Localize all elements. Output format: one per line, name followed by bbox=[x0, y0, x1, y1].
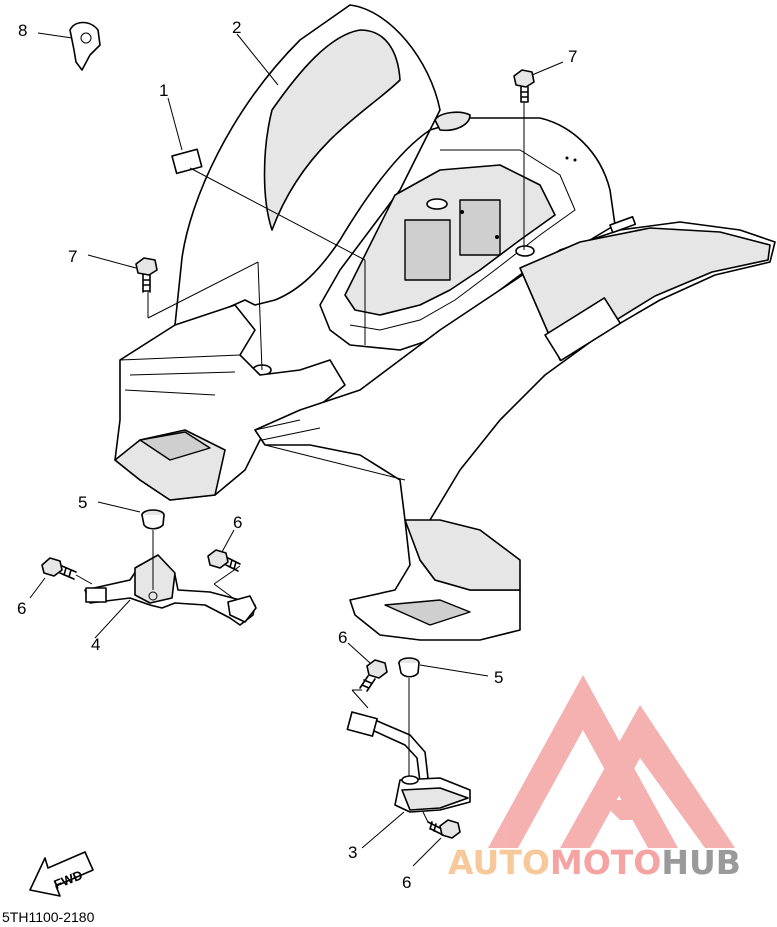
bolt-6b-shank bbox=[225, 557, 241, 572]
fender-left-panel-stripe bbox=[263, 29, 401, 231]
part-6-bolt-d bbox=[427, 819, 461, 839]
small-plate-top bbox=[609, 215, 637, 234]
storage-box-left bbox=[404, 219, 451, 281]
automotohub-watermark-text: AUTOMOTOHUB bbox=[448, 843, 741, 882]
bolt-7-shank bbox=[520, 86, 529, 103]
callout-2: 2 bbox=[232, 18, 241, 37]
part-6-bolt-b bbox=[207, 549, 241, 572]
caution-label-plate bbox=[544, 297, 622, 362]
grommet-left-body bbox=[141, 514, 165, 530]
watermark-moto: MOTO bbox=[550, 843, 661, 882]
fender-left-edge bbox=[119, 354, 241, 396]
callout-5-left: 5 bbox=[78, 493, 87, 512]
part-5-grommet-left bbox=[141, 509, 165, 530]
bracket-left-hole bbox=[148, 591, 158, 601]
watermark-hub: HUB bbox=[661, 843, 741, 882]
part-4-left-bracket bbox=[84, 554, 257, 626]
callout-4: 4 bbox=[91, 635, 100, 654]
bolt-6d-shank bbox=[427, 821, 444, 836]
callout-labels: 1 2 3 4 5 5 6 6 6 6 7 7 8 bbox=[17, 18, 577, 892]
bolt-7-left-head bbox=[135, 257, 158, 276]
fender-right-lower-shade bbox=[404, 519, 521, 591]
part-1-label-sticker bbox=[171, 148, 203, 175]
part-8-clip bbox=[69, 21, 101, 71]
bracket-right-end-tab bbox=[346, 711, 378, 737]
right-footrest-tread bbox=[384, 599, 471, 626]
storage-box-right bbox=[459, 199, 501, 256]
callout-6-bottom: 6 bbox=[402, 873, 411, 892]
rivet-4 bbox=[460, 210, 464, 214]
bolt-7-left-shank bbox=[142, 274, 151, 293]
logo-inner-notch bbox=[600, 800, 650, 820]
rivet-3 bbox=[495, 235, 499, 239]
rivet-2 bbox=[573, 158, 577, 162]
rear-fender bbox=[114, 4, 776, 641]
callout-3: 3 bbox=[348, 843, 357, 862]
part-6-bolt-c bbox=[359, 659, 388, 692]
part-6-bolt-a bbox=[41, 557, 77, 580]
clip-body bbox=[69, 21, 101, 71]
bracket-right-rod bbox=[371, 719, 429, 783]
drawing-code: 5TH1100-2180 bbox=[2, 909, 95, 925]
bolt-6a-shank bbox=[59, 565, 77, 580]
callout-8: 8 bbox=[18, 21, 27, 40]
callout-1: 1 bbox=[159, 81, 168, 100]
bracket-right-hole bbox=[401, 775, 419, 785]
part-5-grommet-right bbox=[398, 657, 420, 678]
callout-6-middle: 6 bbox=[338, 628, 347, 647]
callout-7-left: 7 bbox=[68, 247, 77, 266]
bolt-7-head bbox=[513, 69, 535, 88]
bracket-left-plate bbox=[134, 554, 176, 604]
watermark-auto: AUTO bbox=[448, 843, 550, 882]
part-3-right-bracket bbox=[346, 711, 471, 813]
bolt-6c-shank bbox=[359, 675, 376, 692]
bolt-6b-head bbox=[207, 549, 229, 569]
callout-6-left: 6 bbox=[17, 599, 26, 618]
clip-hole bbox=[80, 32, 92, 44]
bolt-6c-head bbox=[366, 659, 388, 679]
fwd-arrow-icon bbox=[29, 851, 94, 897]
part-7-bolt-top bbox=[513, 69, 535, 103]
mount-hole-center bbox=[426, 198, 448, 210]
automotohub-logo-mark bbox=[488, 675, 735, 848]
callout-7-top: 7 bbox=[568, 47, 577, 66]
seat-bump bbox=[434, 111, 471, 132]
fender-right-edge bbox=[254, 419, 406, 481]
left-footrest-tread bbox=[139, 431, 211, 461]
assembly-lines bbox=[29, 32, 564, 867]
forward-direction-indicator: FWD bbox=[29, 851, 94, 897]
bracket-left-end-loop bbox=[227, 595, 257, 623]
mount-hole-right bbox=[515, 245, 535, 257]
logo-triangle-right bbox=[560, 705, 735, 848]
bracket-left-end-tab bbox=[85, 587, 107, 603]
callout-5-right: 5 bbox=[494, 668, 503, 687]
callout-6-upper: 6 bbox=[233, 513, 242, 532]
bolt-6a-head bbox=[41, 557, 63, 577]
rivet-1 bbox=[565, 156, 569, 160]
grommet-right-body bbox=[398, 662, 420, 678]
part-7-bolt-left bbox=[135, 257, 158, 293]
bracket-right-plate-shade bbox=[401, 787, 469, 811]
svg-text:AUTOMOTOHUB: AUTOMOTOHUB bbox=[448, 843, 741, 882]
label-sticker bbox=[171, 148, 203, 175]
